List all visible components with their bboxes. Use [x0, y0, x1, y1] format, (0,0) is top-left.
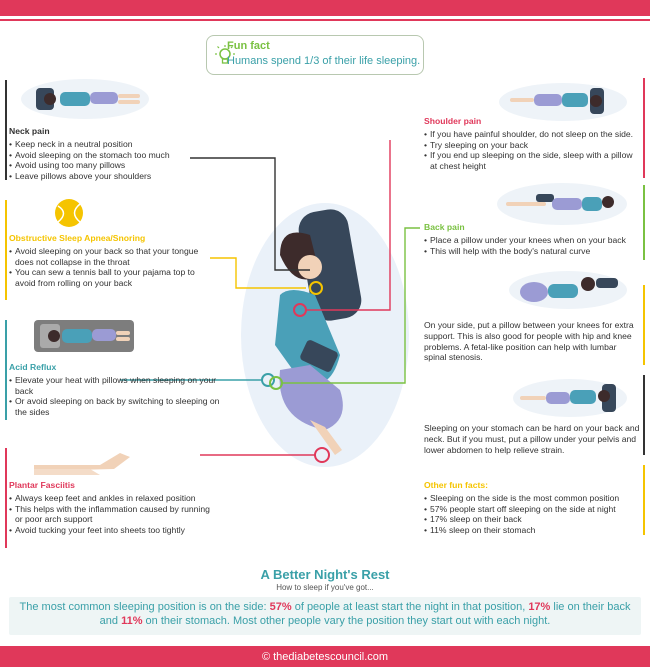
summary-text: on their stomach. Most other people vary…: [142, 615, 551, 627]
other-facts-title: Other fun facts:: [424, 480, 488, 490]
list-item: This helps with the inflammation caused …: [9, 504, 219, 526]
list-item: Sleeping on the side is the most common …: [424, 493, 640, 504]
lightbulb-icon: [215, 45, 235, 64]
list-item: 11% sleep on their stomach: [424, 525, 640, 536]
other-facts-section: Other fun facts: Sleeping on the side is…: [424, 480, 640, 536]
fun-fact-text: Humans spend 1/3 of their life sleeping.: [227, 55, 421, 67]
stomach-sleeper-illustration: [513, 379, 627, 417]
elevated-sleeper-illustration: [34, 320, 134, 352]
tennis-ball-icon: [55, 199, 83, 227]
fetal-sleeper-illustration: [509, 271, 627, 309]
back-pain-title: Back pain: [424, 222, 465, 232]
list-item: 57% people start off sleeping on the sid…: [424, 504, 640, 515]
list-item: Avoid using too many pillows: [9, 160, 199, 171]
list-item: Avoid tucking your feet into sheets too …: [9, 525, 219, 536]
list-item: Try sleeping on your back: [424, 140, 640, 151]
list-item: Keep neck in a neutral position: [9, 139, 199, 150]
list-item: Elevate your heat with pillows when slee…: [9, 375, 224, 397]
summary-pct: 17%: [528, 601, 551, 613]
neck-pain-bar: [5, 80, 7, 180]
shoulder-pain-title: Shoulder pain: [424, 116, 482, 126]
list-item: Always keep feet and ankles in relaxed p…: [9, 493, 219, 504]
page-subtitle: How to sleep if you've got...: [276, 583, 374, 592]
side-sleeping-text: On your side, put a pillow between your …: [424, 320, 634, 363]
shoulder-bar: [643, 78, 645, 178]
list-item: This will help with the body's natural c…: [424, 246, 640, 257]
shoulder-pain-section: Shoulder pain If you have painful should…: [424, 116, 640, 172]
list-item: 17% sleep on their back: [424, 514, 640, 525]
central-sleeper-illustration: [241, 203, 409, 467]
apnea-bar: [5, 200, 7, 300]
back-pain-section: Back pain Place a pillow under your knee…: [424, 222, 640, 256]
fun-fact-title: Fun fact: [227, 40, 270, 52]
source-credit: © thediabetescouncil.com: [261, 651, 389, 663]
list-item: Avoid sleeping on your back so that your…: [9, 246, 209, 268]
list-item: If you end up sleeping on the side, slee…: [424, 150, 640, 172]
knee-pillow-sleeper-illustration: [497, 183, 627, 225]
back-sleeper-illustration: [21, 79, 149, 119]
top-divider: [0, 19, 650, 21]
list-item: If you have painful shoulder, do not sle…: [424, 129, 640, 140]
stomach-sleeping-text: Sleeping on your stomach can be hard on …: [424, 423, 640, 455]
back-bar: [643, 185, 645, 260]
list-item: You can sew a tennis ball to your pajama…: [9, 267, 209, 289]
page-title: A Better Night's Rest: [260, 567, 390, 582]
acid-reflux-title: Acid Reflux: [9, 362, 57, 372]
sleep-apnea-section: Obstructive Sleep Apnea/Snoring Avoid sl…: [9, 233, 209, 289]
list-item: Or avoid sleeping on back by switching t…: [9, 396, 224, 418]
summary-pct: 11%: [121, 615, 143, 627]
summary-pct: 57%: [269, 601, 292, 613]
sleep-apnea-title: Obstructive Sleep Apnea/Snoring: [9, 233, 146, 243]
list-item: Place a pillow under your knees when on …: [424, 235, 640, 246]
facts-bar: [643, 465, 645, 535]
fun-fact-box: Fun fact Humans spend 1/3 of their life …: [206, 35, 424, 75]
feet-illustration: [34, 453, 130, 475]
neck-pain-title: Neck pain: [9, 126, 50, 136]
side-pillow-sleeper-illustration: [499, 83, 627, 121]
stomach-bar: [643, 375, 645, 455]
acid-reflux-section: Acid Reflux Elevate your heat with pillo…: [9, 362, 224, 418]
plantar-bar: [5, 448, 7, 548]
reflux-bar: [5, 320, 7, 420]
summary-text: The most common sleeping position is on …: [19, 601, 270, 613]
top-bar: [0, 0, 650, 16]
summary-text: lie on their back and: [99, 601, 631, 627]
neck-pain-section: Neck pain Keep neck in a neutral positio…: [9, 126, 199, 182]
plantar-section: Plantar Fasciitis Always keep feet and a…: [9, 480, 219, 536]
list-item: Avoid sleeping on the stomach too much: [9, 150, 199, 161]
summary-text: of people at least start the night in th…: [291, 601, 529, 613]
side-bar: [643, 285, 645, 365]
list-item: Leave pillows above your shoulders: [9, 171, 199, 182]
summary-box: The most common sleeping position is on …: [9, 597, 641, 635]
plantar-title: Plantar Fasciitis: [9, 480, 75, 490]
footer-bar: [0, 646, 650, 667]
